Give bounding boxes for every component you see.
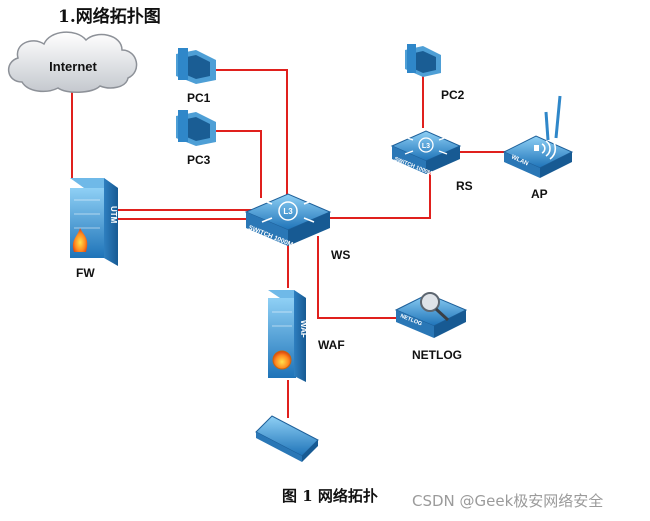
page-title: 1.网络拓扑图 — [58, 7, 161, 27]
pc1-node — [176, 48, 216, 84]
l3-switch-icon — [244, 193, 332, 246]
rs-label: RS — [456, 179, 473, 193]
rs-core-text: L3 — [422, 143, 430, 150]
ap-label: AP — [531, 187, 548, 201]
links — [71, 69, 505, 418]
pc-icon — [176, 110, 216, 146]
netlog-icon — [394, 292, 468, 338]
link-pc3-ws — [216, 130, 262, 198]
waf-label: WAF — [318, 338, 345, 352]
figure-caption: 图 1 网络拓扑 — [282, 487, 378, 505]
l3-switch-icon — [390, 130, 462, 174]
wlan-ap-icon — [502, 95, 574, 178]
ws-label: WS — [331, 248, 351, 262]
rs-node: L3 SWITCH 1000M — [390, 130, 462, 177]
server-node — [255, 415, 319, 462]
ws-node: L3 SWITCH 1000M — [244, 193, 332, 249]
link-ws-rs — [322, 170, 431, 219]
netlog-label: NETLOG — [412, 348, 462, 362]
pc2-node — [405, 44, 441, 77]
fw-label: FW — [76, 266, 95, 280]
waf-icon — [268, 290, 306, 382]
fw-node: UTM — [70, 178, 118, 266]
internet-node: Internet — [8, 31, 138, 93]
cloud-icon — [8, 31, 138, 93]
link-ws-netlog — [317, 236, 397, 319]
pc3-node — [176, 110, 216, 146]
pc2-label: PC2 — [441, 88, 465, 102]
watermark-text: CSDN @Geek极安网络安全 — [412, 492, 604, 510]
pc3-label: PC3 — [187, 153, 211, 167]
pc-icon — [405, 44, 441, 77]
waf-device-text: WAF — [299, 320, 308, 338]
ws-core-text: L3 — [283, 207, 293, 216]
netlog-node: NETLOG — [394, 292, 468, 338]
internet-label: Internet — [49, 59, 97, 74]
firewall-icon — [70, 178, 118, 266]
server-icon — [255, 415, 319, 462]
ap-node: WLAN — [502, 95, 574, 178]
pc1-label: PC1 — [187, 91, 211, 105]
link-pc1-ws — [216, 69, 288, 196]
waf-node: WAF — [268, 290, 308, 382]
fw-device-text: UTM — [109, 206, 118, 224]
pc-icon — [176, 48, 216, 84]
